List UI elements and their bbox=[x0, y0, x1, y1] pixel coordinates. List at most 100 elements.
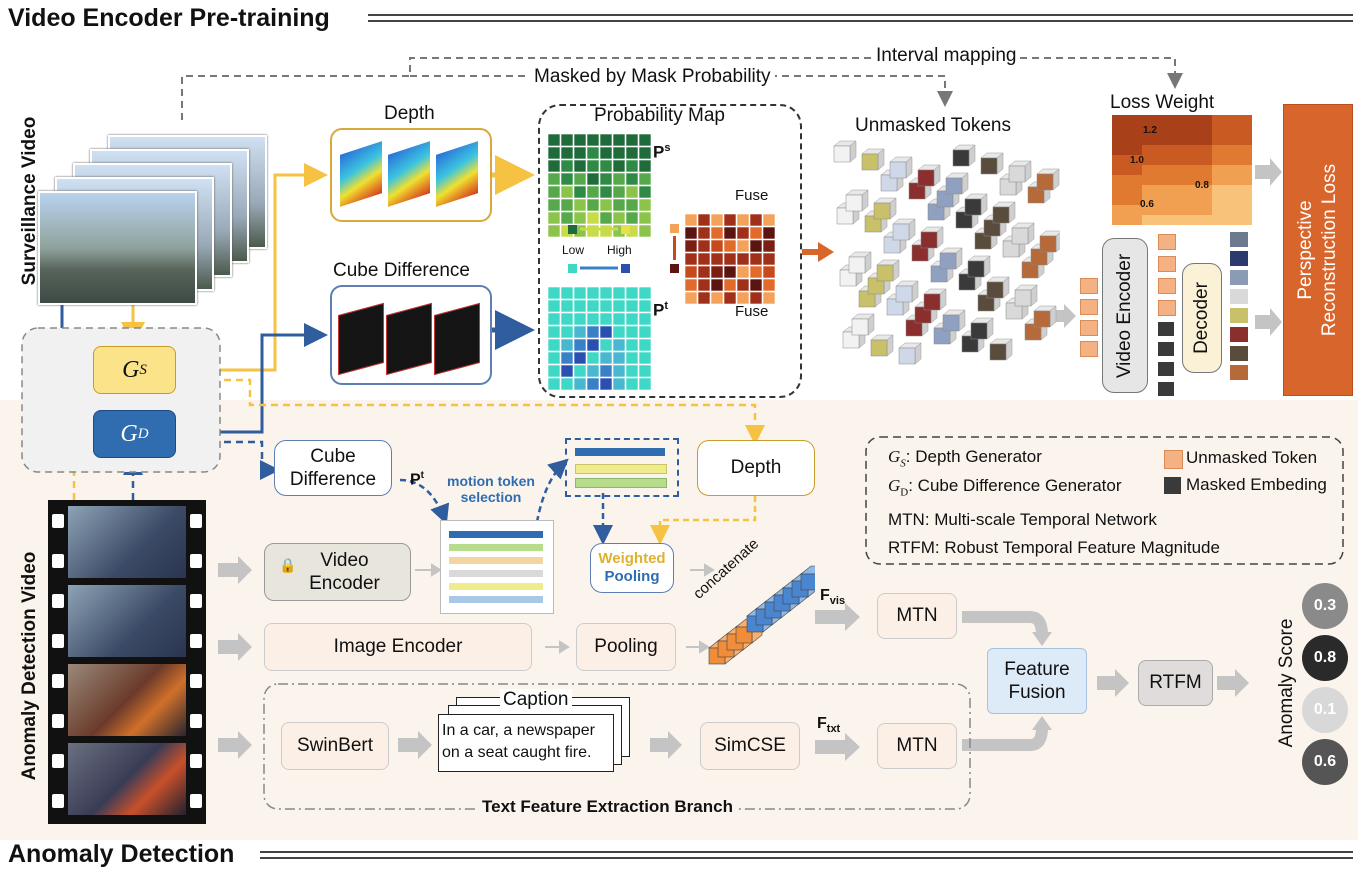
ps-label: Ps bbox=[653, 142, 670, 163]
pt-cell bbox=[586, 286, 600, 300]
token-cube bbox=[876, 259, 900, 282]
loss-cell bbox=[1142, 185, 1152, 195]
fused-cell bbox=[749, 252, 763, 266]
token-cube bbox=[848, 251, 872, 274]
fvis-symbol: F bbox=[820, 587, 830, 604]
loss-cell bbox=[1232, 155, 1242, 165]
loss-cell bbox=[1142, 135, 1152, 145]
token-cube bbox=[980, 152, 1004, 175]
loss-cell bbox=[1202, 205, 1212, 215]
anomaly-score-circle: 0.1 bbox=[1302, 687, 1348, 733]
loss-cell bbox=[1122, 115, 1132, 125]
loss-cell bbox=[1122, 125, 1132, 135]
loss-cell bbox=[1112, 145, 1122, 155]
pt-bottom-symbol: P bbox=[410, 471, 421, 489]
loss-cell bbox=[1232, 185, 1242, 195]
token-cube bbox=[917, 164, 941, 187]
pt-cell bbox=[586, 364, 600, 378]
mtn-text-module: MTN bbox=[877, 723, 957, 769]
loss-cell bbox=[1182, 185, 1192, 195]
pt-cell bbox=[625, 338, 639, 352]
loss-cell bbox=[1152, 185, 1162, 195]
loss-cell bbox=[1232, 125, 1242, 135]
ftxt-symbol: F bbox=[817, 715, 827, 732]
loss-cell bbox=[1242, 115, 1252, 125]
ps-cell bbox=[560, 146, 574, 160]
motion-line2: selection bbox=[460, 489, 522, 505]
fused-cell bbox=[684, 226, 698, 240]
token-cube bbox=[889, 156, 913, 179]
video-encoder-module: 🔒 Video Encoder bbox=[264, 543, 411, 601]
motion-token-selection-label: motion token selection bbox=[432, 473, 550, 505]
loss-cell bbox=[1122, 175, 1132, 185]
pt-cell bbox=[586, 351, 600, 365]
loss-cell bbox=[1172, 135, 1182, 145]
loss-cell bbox=[1112, 135, 1122, 145]
token-cube bbox=[1039, 230, 1060, 253]
loss-cell bbox=[1212, 165, 1222, 175]
pretraining-title: Video Encoder Pre-training bbox=[8, 4, 330, 32]
pt-cell bbox=[573, 377, 587, 391]
lw-value-4: 0.6 bbox=[1140, 199, 1154, 210]
legend-gs-sub: S bbox=[900, 457, 906, 470]
loss-cell bbox=[1132, 165, 1142, 175]
caption-line2: on a seat caught fire. bbox=[442, 744, 592, 761]
pt-cell bbox=[625, 377, 639, 391]
fused-cell bbox=[684, 265, 698, 279]
lock-icon: 🔒 bbox=[279, 557, 297, 573]
pt-cell bbox=[573, 351, 587, 365]
loss-cell bbox=[1242, 205, 1252, 215]
loss-cell bbox=[1122, 185, 1132, 195]
pt-cell bbox=[612, 325, 626, 339]
pt-cell bbox=[625, 351, 639, 365]
loss-cell bbox=[1202, 155, 1212, 165]
loss-cell bbox=[1242, 135, 1252, 145]
pt-cell bbox=[547, 325, 561, 339]
loss-cell bbox=[1192, 175, 1202, 185]
lw-value-1: 1.2 bbox=[1143, 125, 1157, 136]
image-encoder-text: Image Encoder bbox=[333, 636, 463, 657]
loss-cell bbox=[1182, 145, 1192, 155]
loss-cell bbox=[1202, 175, 1212, 185]
loss-cell bbox=[1232, 115, 1242, 125]
token-cube bbox=[898, 342, 922, 365]
interval-mapping-label: Interval mapping bbox=[872, 45, 1021, 67]
token-cube bbox=[892, 218, 916, 241]
loss-cell bbox=[1212, 135, 1222, 145]
pt-cell bbox=[547, 364, 561, 378]
loss-cell bbox=[1172, 145, 1182, 155]
loss-cell bbox=[1122, 135, 1132, 145]
pt-cell bbox=[612, 351, 626, 365]
loss-cell bbox=[1212, 145, 1222, 155]
pt-cell bbox=[638, 338, 652, 352]
fuse-label-top: Fuse bbox=[735, 187, 769, 204]
pt-cell bbox=[599, 325, 613, 339]
pt-cell bbox=[612, 312, 626, 326]
film-hole bbox=[190, 634, 202, 648]
film-hole bbox=[52, 794, 64, 808]
pt-cell bbox=[586, 325, 600, 339]
fused-cell bbox=[697, 252, 711, 266]
legend-gd-desc: : Cube Difference Generator bbox=[908, 476, 1122, 495]
fused-cell bbox=[762, 226, 776, 240]
token-cloud bbox=[833, 140, 1060, 365]
ps-cell bbox=[560, 172, 574, 186]
fused-cell bbox=[762, 239, 776, 253]
film-hole bbox=[52, 674, 64, 688]
fused-cell bbox=[762, 252, 776, 266]
loss-cell bbox=[1212, 175, 1222, 185]
loss-cell bbox=[1132, 175, 1142, 185]
ps-cell bbox=[612, 185, 626, 199]
loss-cell bbox=[1182, 155, 1192, 165]
fused-cell bbox=[684, 213, 698, 227]
text-branch-label: Text Feature Extraction Branch bbox=[478, 797, 737, 817]
encoder-input-tokens bbox=[1080, 278, 1098, 357]
loss-cell bbox=[1142, 145, 1152, 155]
loss-cell bbox=[1242, 175, 1252, 185]
loss-cell bbox=[1202, 215, 1212, 225]
gs-subscript: S bbox=[139, 361, 147, 378]
loss-cell bbox=[1182, 215, 1192, 225]
selected-tokens-box bbox=[565, 438, 679, 497]
loss-cell bbox=[1132, 205, 1142, 215]
video-encoder-block: Video Encoder bbox=[1102, 238, 1148, 393]
